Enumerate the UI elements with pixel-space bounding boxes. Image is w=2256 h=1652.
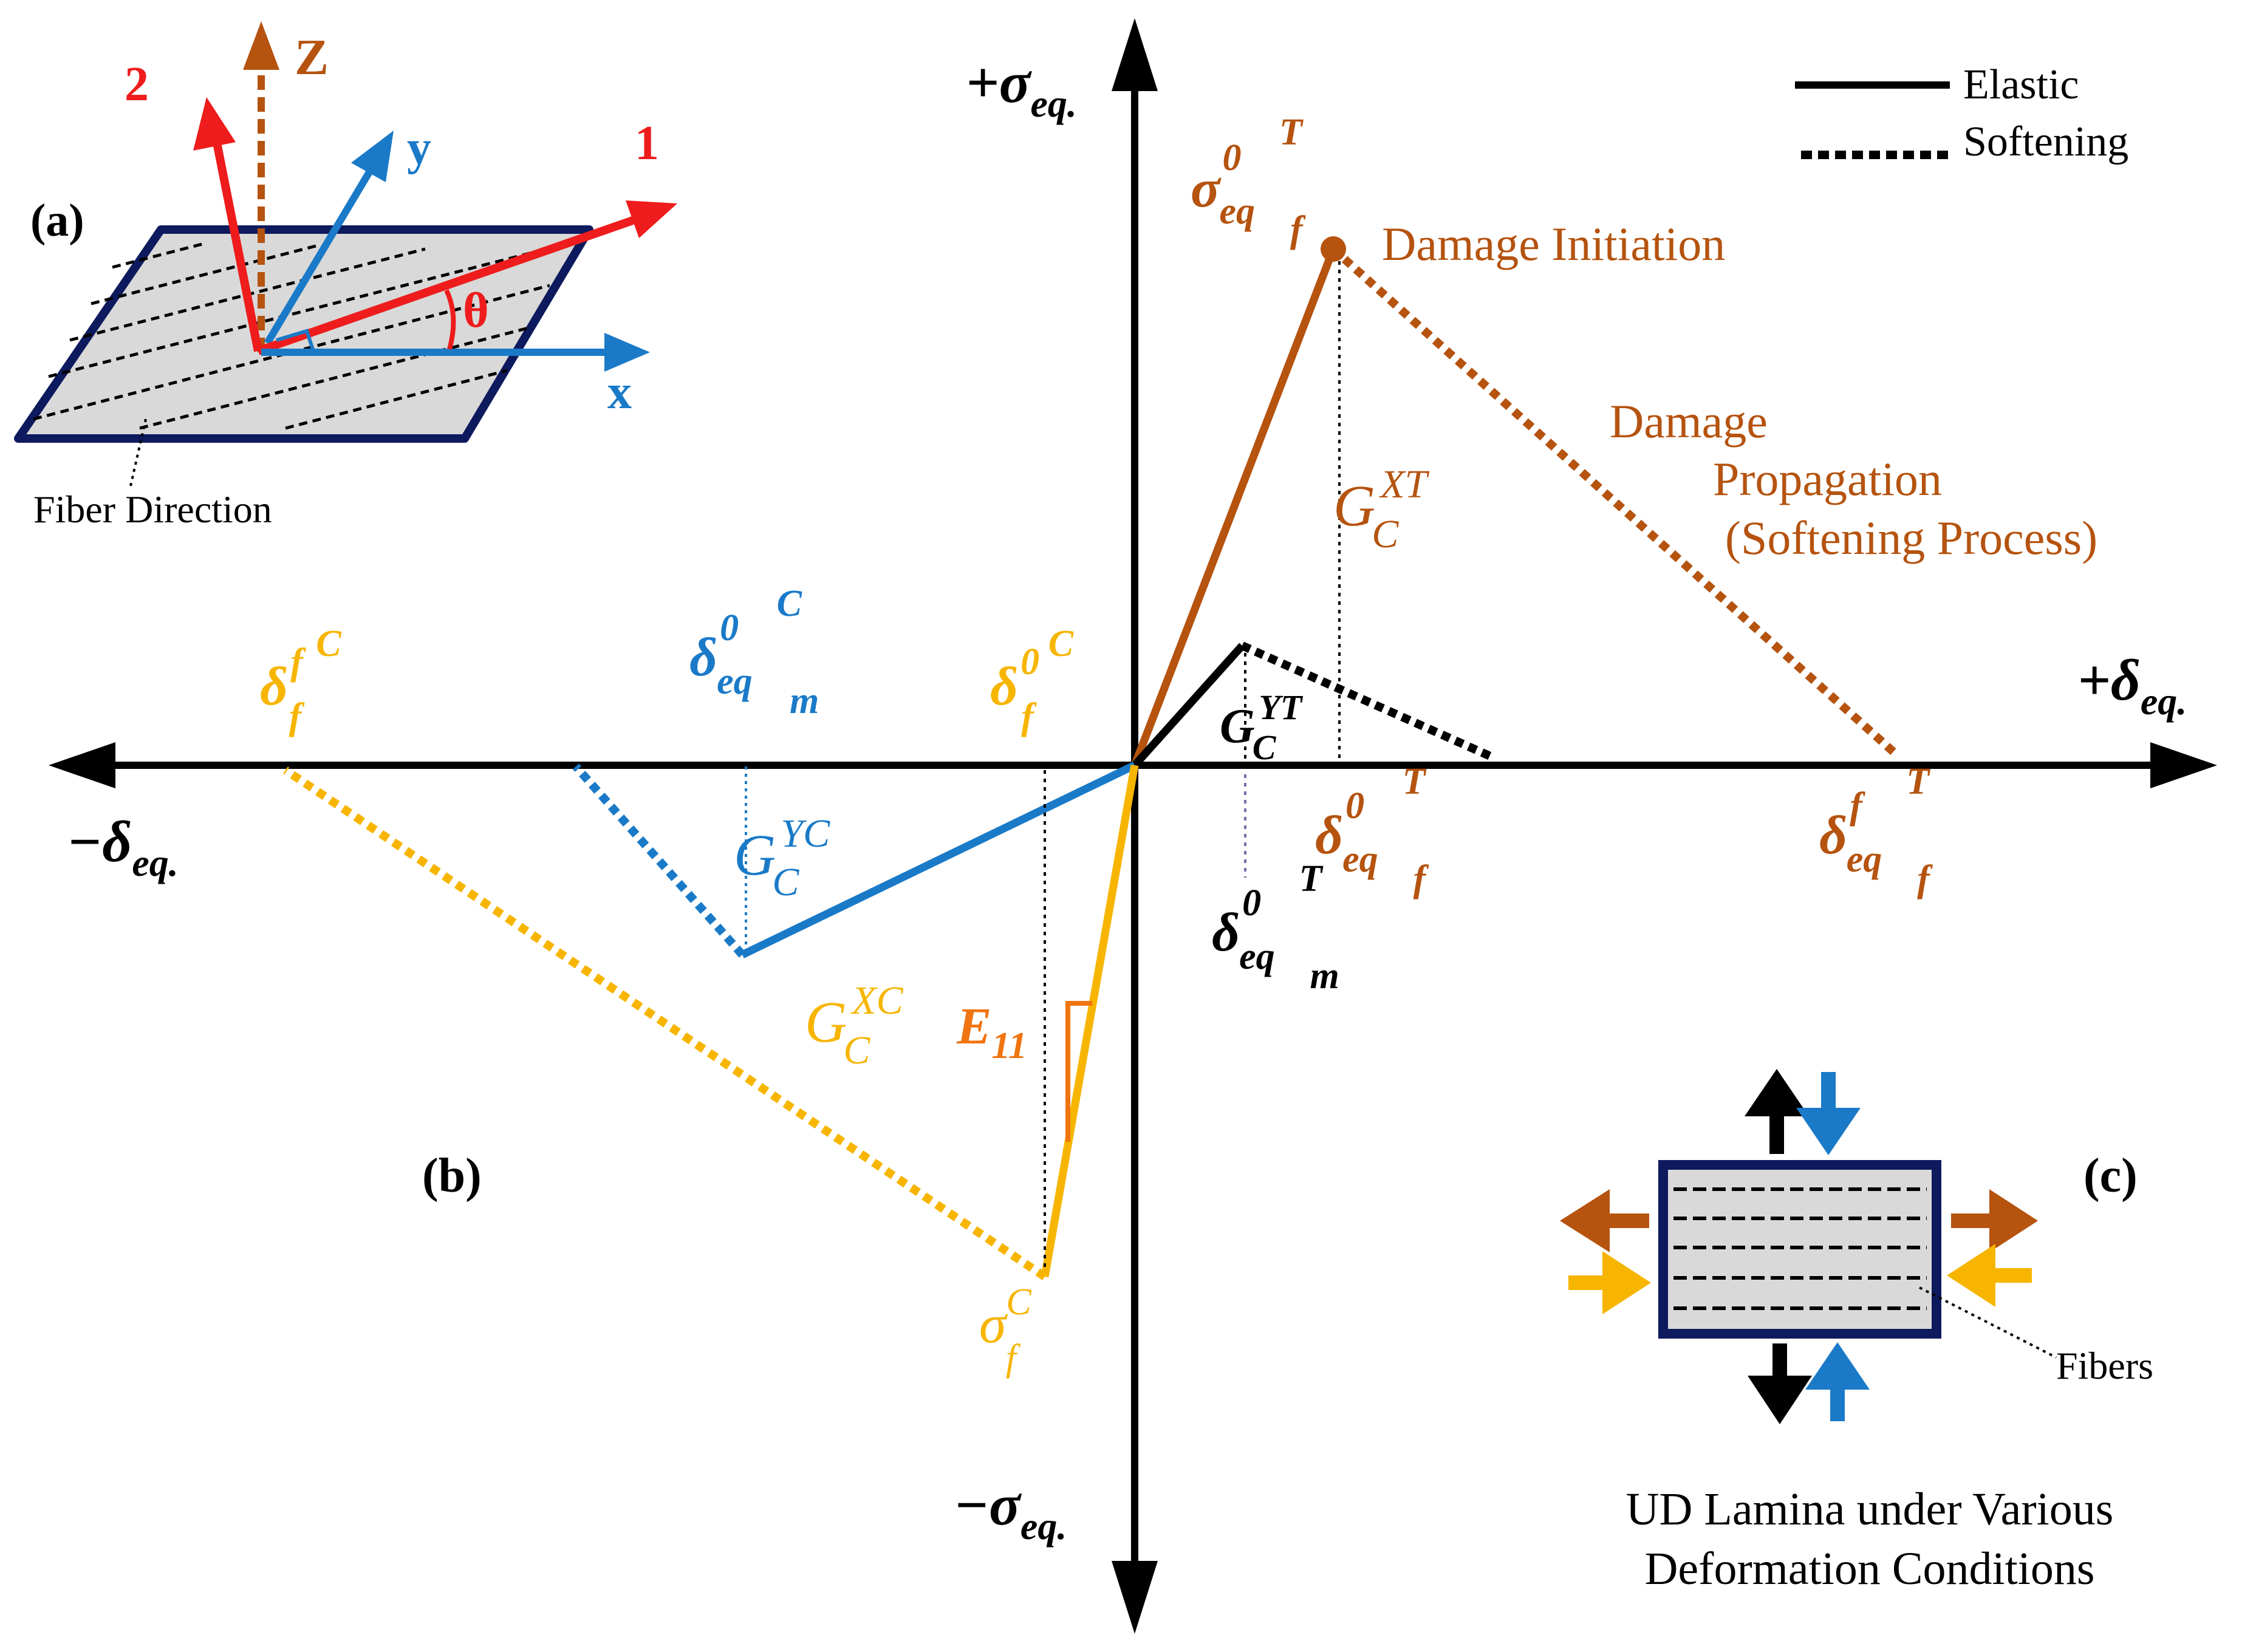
fiber-tension-curve [1130, 236, 1901, 767]
theta-arc [444, 289, 456, 350]
panel-a-coordinate-system: (a) Z 2 y 1 x θ [14, 21, 677, 531]
panel-c-lamina: (c) Fibers [1560, 1069, 2153, 1594]
fibers-label: Fibers [2056, 1344, 2153, 1387]
y-axis-negative-label: −σeq. [954, 1472, 1067, 1548]
fiber-tension-elastic-line [1130, 247, 1338, 767]
axis-labels: +σeq. −σeq. +δeq. −δeq. [67, 50, 2187, 1548]
axis-1-line [256, 214, 640, 355]
matrix-compression-softening-line [572, 763, 746, 958]
x-axis-negative-label: −δeq. [67, 809, 179, 884]
theta-label: θ [463, 282, 489, 338]
arrow-right-compression-head [1947, 1244, 1995, 1307]
y-axis-small-arrowhead [351, 131, 394, 182]
arrow-top-tension-head [1745, 1069, 1809, 1116]
axis-1-label: 1 [635, 117, 659, 170]
x-axis-left-arrowhead [49, 742, 115, 788]
x-axis-small-label: x [607, 366, 632, 419]
arrow-bottom-tension-head [1748, 1376, 1812, 1424]
right-angle-mark [276, 329, 315, 350]
legend-elastic-label: Elastic [1963, 61, 2079, 108]
arrow-right-tension-head [1989, 1189, 2038, 1252]
fiber-direction-label: Fiber Direction [33, 488, 272, 531]
axis-2-arrowhead [193, 97, 236, 151]
damage-propagation-line3: (Softening Process) [1725, 511, 2097, 564]
y-axis-top-arrowhead [1112, 18, 1158, 91]
axis-2-label: 2 [125, 58, 149, 111]
fiber-compression-curve [283, 764, 1139, 1280]
panel-b-label: (b) [422, 1149, 482, 1203]
caption-line2: Deformation Conditions [1645, 1543, 2095, 1594]
damage-propagation-line1: Damage [1610, 395, 1768, 448]
damage-initiation-point [1321, 236, 1346, 262]
x-axis-small-arrowhead [604, 333, 650, 372]
damage-initiation-label: Damage Initiation [1382, 217, 1725, 270]
axis-1-arrowhead [626, 200, 677, 238]
axis-2-line [211, 135, 262, 352]
matrix-compression-elastic-line [740, 762, 1137, 958]
lamina-fibers [1673, 1187, 1927, 1310]
label-g-xt: GCXT [1333, 462, 1430, 556]
panel-c-label: (c) [2083, 1149, 2138, 1203]
damage-propagation-line2: Propagation [1713, 452, 1942, 505]
y-axis-positive-label: +σeq. [966, 50, 1077, 125]
fiber-compression-elastic-line [1041, 764, 1139, 1278]
matrix-compression-curve [572, 762, 1137, 958]
x-axis-positive-label: +δeq. [2077, 647, 2187, 723]
y-axis-bottom-arrowhead [1112, 1561, 1158, 1634]
arrow-left-tension-head [1560, 1189, 1610, 1252]
label-g-yt: GCYT [1220, 688, 1304, 767]
fiber-tension-softening-line [1330, 245, 1901, 760]
arrow-left-compression-head [1602, 1251, 1651, 1314]
label-g-yc: GCYC [734, 811, 830, 904]
matrix-tension-elastic-line [1132, 643, 1245, 768]
legend: Elastic Softening [1795, 61, 2128, 165]
matrix-tension-softening-line [1240, 641, 1496, 762]
legend-softening-label: Softening [1963, 118, 2128, 165]
z-axis-label: Z [295, 29, 329, 86]
y-axis-small-line [264, 168, 374, 346]
label-e11: E11 [956, 997, 1027, 1067]
panel-a-label: (a) [30, 195, 84, 246]
x-axis-right-arrowhead [2150, 742, 2217, 788]
y-axis-small-label: y [407, 121, 431, 175]
arrow-bottom-compression-head [1805, 1342, 1870, 1390]
fiber-compression-softening-line [283, 766, 1047, 1280]
label-g-xc: GCXC [805, 978, 904, 1073]
matrix-tension-curve [1132, 641, 1496, 878]
caption-line1: UD Lamina under Various [1626, 1484, 2114, 1535]
arrow-top-compression-head [1796, 1108, 1861, 1155]
z-axis-arrowhead [243, 21, 279, 70]
